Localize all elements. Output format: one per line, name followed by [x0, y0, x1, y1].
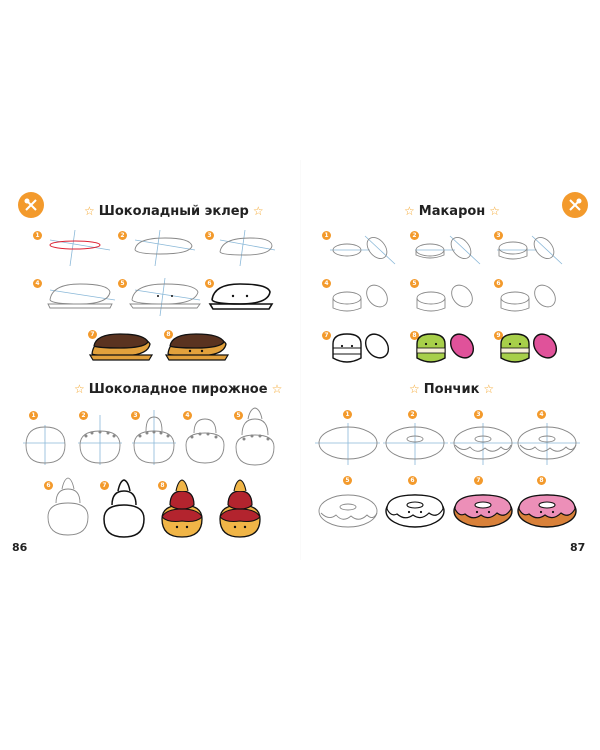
- step-number: 7: [88, 330, 97, 339]
- step-number: 5: [118, 279, 127, 288]
- step-number: 1: [29, 411, 38, 420]
- star-icon: ☆: [483, 382, 495, 396]
- pastry-steps-drawing: [23, 407, 275, 538]
- step-number: 3: [494, 231, 503, 240]
- page-number-left: 86: [12, 541, 28, 554]
- step-number: 4: [33, 279, 42, 288]
- step-number: 3: [131, 411, 140, 420]
- pastry-title-text: Шоколадное пирожное: [88, 382, 268, 397]
- star-icon: ☆: [74, 382, 85, 396]
- step-number: 6: [494, 279, 503, 288]
- page-gutter: [300, 160, 301, 560]
- eclair-title: ☆Шоколадный эклер☆: [80, 204, 268, 219]
- step-number: 2: [79, 411, 88, 420]
- macaron-title: ☆Макарон☆: [400, 204, 504, 219]
- macaron-title-text: Макарон: [418, 204, 486, 219]
- step-number: 4: [537, 410, 546, 419]
- step-number: 2: [118, 231, 127, 240]
- star-icon: ☆: [409, 382, 420, 396]
- step-number: 5: [234, 411, 243, 420]
- step-number: 4: [322, 279, 331, 288]
- star-icon: ☆: [271, 382, 283, 396]
- star-icon: ☆: [84, 204, 95, 218]
- donut-title: ☆Пончик☆: [405, 382, 498, 397]
- whisk-spoon-icon: [562, 192, 588, 218]
- step-number: 6: [44, 481, 53, 490]
- pastry-title: ☆Шоколадное пирожное☆: [70, 382, 286, 397]
- eclair-title-text: Шоколадный эклер: [98, 204, 249, 219]
- step-number: 6: [205, 279, 214, 288]
- step-number: 1: [322, 231, 331, 240]
- step-number: 8: [537, 476, 546, 485]
- step-number: 1: [33, 231, 42, 240]
- step-number: 3: [205, 231, 214, 240]
- donut-title-text: Пончик: [423, 382, 480, 397]
- page-number-right: 87: [570, 541, 586, 554]
- step-number: 6: [408, 476, 417, 485]
- step-number: 8: [410, 331, 419, 340]
- macaron-steps-drawing: [330, 235, 563, 363]
- star-icon: ☆: [404, 204, 415, 218]
- step-number: 9: [494, 331, 503, 340]
- eclair-steps-drawing: [47, 229, 276, 361]
- step-number: 7: [100, 481, 109, 490]
- step-number: 5: [410, 279, 419, 288]
- step-number: 3: [474, 410, 483, 419]
- step-number: 7: [322, 331, 331, 340]
- step-number: 2: [410, 231, 419, 240]
- step-number: 1: [343, 410, 352, 419]
- step-number: 8: [164, 330, 173, 339]
- whisk-spoon-icon: [18, 192, 44, 218]
- donut-steps-drawing: [315, 423, 580, 528]
- step-number: 4: [183, 411, 192, 420]
- step-number: 8: [158, 481, 167, 490]
- star-icon: ☆: [252, 204, 264, 218]
- step-number: 2: [408, 410, 417, 419]
- star-icon: ☆: [489, 204, 501, 218]
- step-number: 7: [474, 476, 483, 485]
- step-number: 5: [343, 476, 352, 485]
